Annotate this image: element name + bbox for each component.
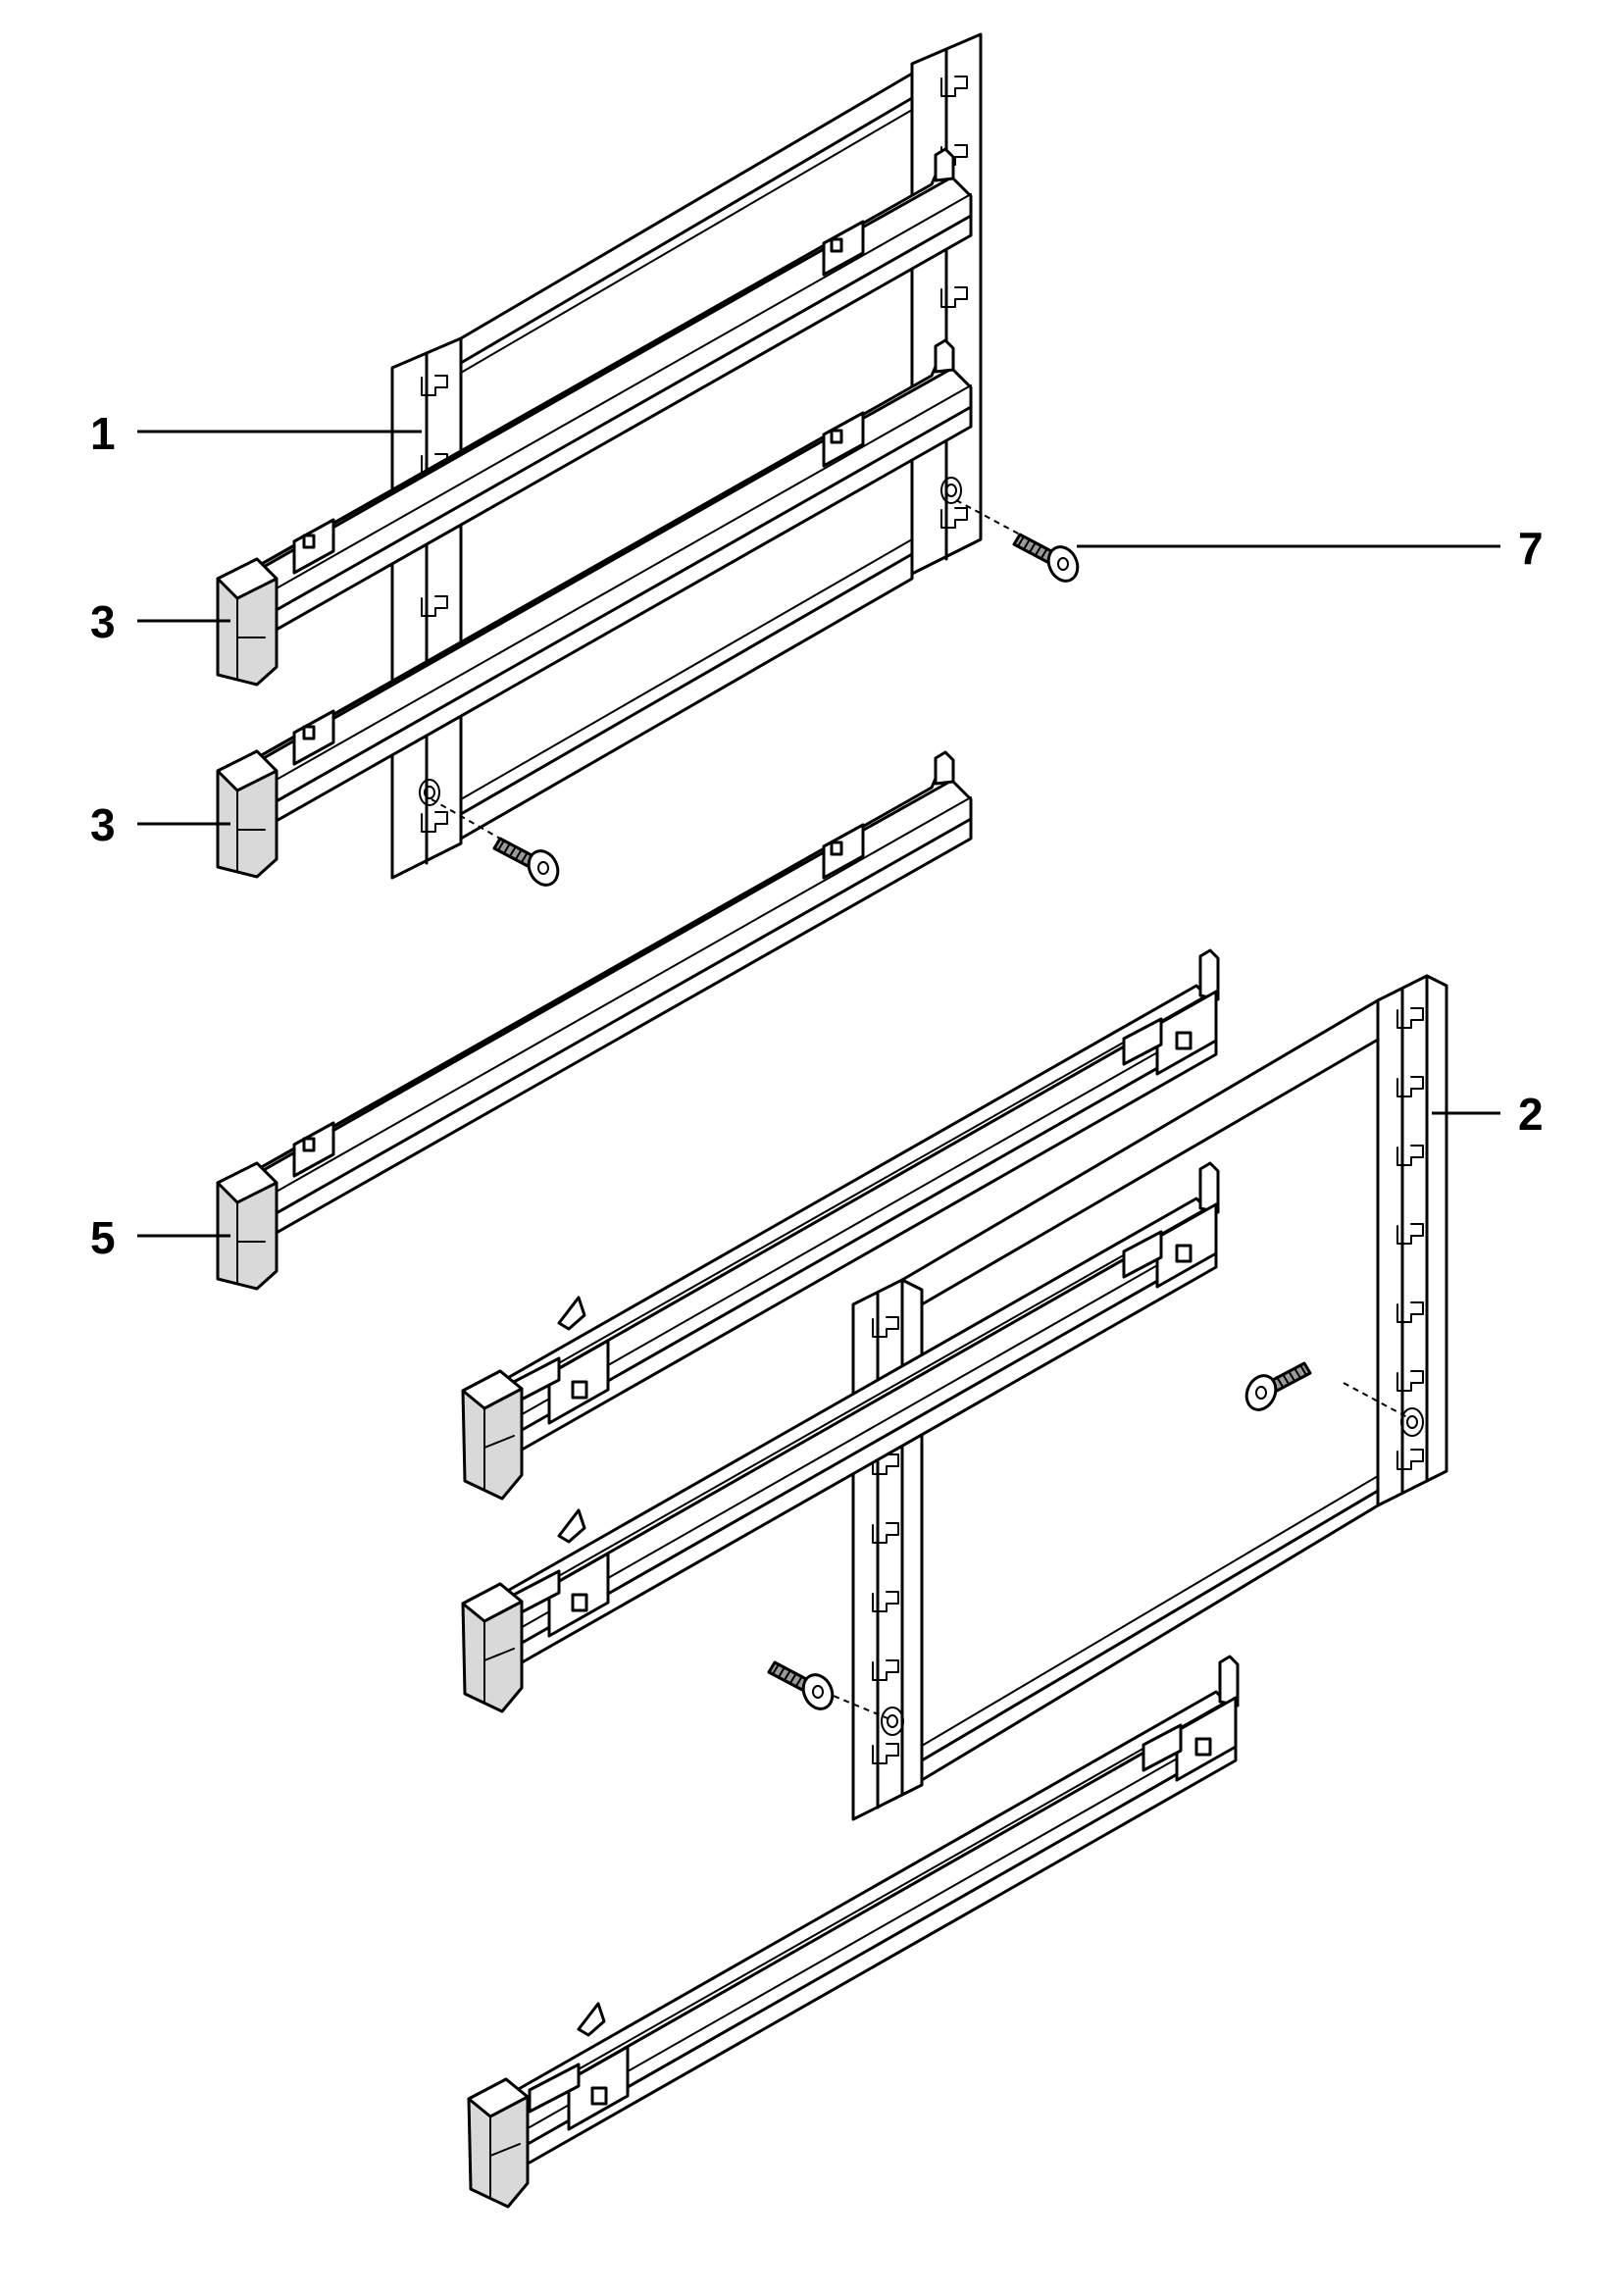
callout-1: 1	[90, 408, 422, 459]
callout-7: 7	[1077, 523, 1544, 574]
screw-upper-right	[955, 499, 1085, 587]
callout-3-middle: 3	[90, 799, 230, 850]
callout-3-top: 3	[90, 596, 230, 647]
screw-upper-left	[431, 798, 565, 892]
callout-2-label: 2	[1518, 1089, 1544, 1140]
callout-7-label: 7	[1518, 523, 1544, 574]
screw-lower-left	[767, 1660, 888, 1719]
callout-5: 5	[90, 1212, 230, 1263]
callout-3-top-label: 3	[90, 596, 116, 647]
callout-2: 2	[1432, 1089, 1544, 1140]
callout-3-middle-label: 3	[90, 799, 116, 850]
screw-lower-right	[1240, 1361, 1408, 1418]
callout-5-label: 5	[90, 1212, 116, 1263]
callout-1-label: 1	[90, 408, 116, 459]
